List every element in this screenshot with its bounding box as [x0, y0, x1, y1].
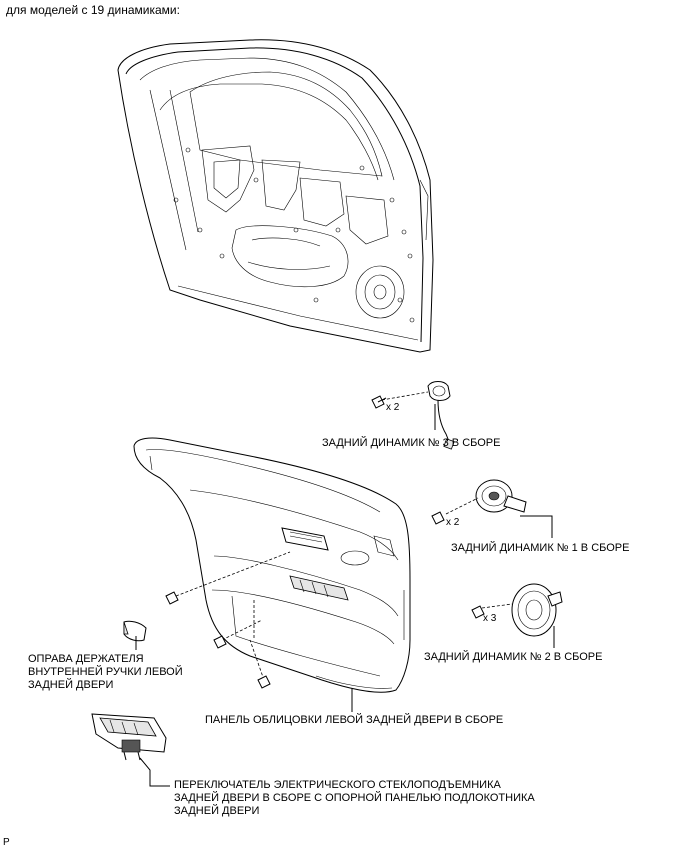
rear-speaker-2-illustration — [471, 583, 563, 637]
label-handle-bezel-line-3: ЗАДНЕЙ ДВЕРИ — [28, 679, 114, 691]
speaker-2-screw-icon — [471, 605, 485, 619]
trim-panel-screw-icon — [165, 591, 271, 689]
label-rear-speaker-1: ЗАДНИЙ ДИНАМИК № 1 В СБОРЕ — [451, 542, 630, 554]
speaker-3-screw-count: x 2 — [386, 402, 400, 413]
speaker-3-screw-icon — [371, 395, 387, 409]
label-trim-panel: ПАНЕЛЬ ОБЛИЦОВКИ ЛЕВОЙ ЗАДНЕЙ ДВЕРИ В СБ… — [205, 714, 504, 726]
label-handle-bezel-line-2: ВНУТРЕННЕЙ РУЧКИ ЛЕВОЙ — [28, 666, 183, 678]
speaker-1-screw-icon — [431, 511, 445, 525]
label-rear-speaker-3: ЗАДНИЙ ДИНАМИК № 3 В СБОРЕ — [322, 437, 501, 449]
leader-lines — [135, 404, 555, 787]
label-handle-bezel-line-1: ОПРАВА ДЕРЖАТЕЛЯ — [28, 653, 144, 665]
rear-speaker-3-illustration — [371, 381, 455, 450]
label-window-switch-line-2: ЗАДНЕЙ ДВЕРИ В СБОРЕ С ОПОРНОЙ ПАНЕЛЬЮ П… — [174, 792, 535, 804]
label-window-switch-line-3: ЗАДНЕЙ ДВЕРИ — [174, 805, 260, 817]
door-frame-illustration — [117, 39, 434, 353]
speaker-1-screw-count: x 2 — [446, 517, 460, 528]
window-switch-illustration — [91, 713, 167, 761]
door-trim-panel-illustration — [133, 437, 411, 693]
handle-bezel-illustration — [123, 620, 147, 642]
figure-code: P — [3, 837, 10, 848]
label-rear-speaker-2: ЗАДНИЙ ДИНАМИК № 2 В СБОРЕ — [424, 651, 603, 663]
label-window-switch-line-1: ПЕРЕКЛЮЧАТЕЛЬ ЭЛЕКТРИЧЕСКОГО СТЕКЛОПОДЪЕ… — [174, 779, 501, 791]
speaker-2-screw-count: x 3 — [483, 613, 497, 624]
diagram-heading: для моделей с 19 динамиками: — [6, 3, 180, 17]
rear-speaker-1-illustration — [431, 479, 527, 525]
